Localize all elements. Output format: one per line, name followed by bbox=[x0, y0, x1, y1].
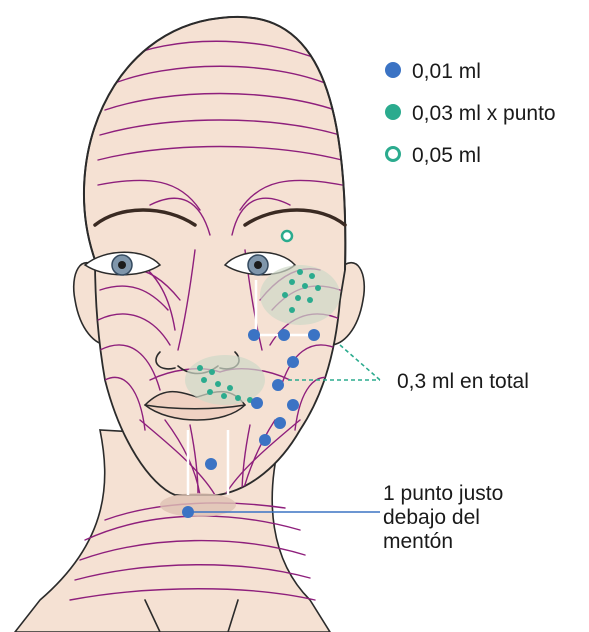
legend-marker-teal-dot bbox=[385, 104, 401, 120]
chin-label-line: 1 punto justo bbox=[383, 482, 503, 505]
legend-label: 0,01 ml bbox=[412, 60, 481, 83]
chin-point-label: 1 punto justo debajo del mentón bbox=[383, 482, 503, 553]
legend: 0,01 ml 0,03 ml x punto 0,05 ml bbox=[385, 60, 556, 167]
legend-label: 0,03 ml x punto bbox=[412, 102, 556, 125]
chin-label-line: mentón bbox=[383, 530, 453, 553]
legend-marker-blue-dot bbox=[385, 62, 401, 78]
total-volume-label: 0,3 ml en total bbox=[397, 370, 529, 393]
legend-label: 0,05 ml bbox=[412, 144, 481, 167]
hollow-injection-point bbox=[282, 231, 292, 241]
legend-item: 0,03 ml x punto bbox=[385, 102, 556, 125]
legend-item: 0,01 ml bbox=[385, 60, 481, 83]
legend-item: 0,05 ml bbox=[387, 144, 481, 167]
legend-marker-hollow-circle bbox=[387, 148, 400, 161]
chin-label-line: debajo del bbox=[383, 506, 480, 529]
